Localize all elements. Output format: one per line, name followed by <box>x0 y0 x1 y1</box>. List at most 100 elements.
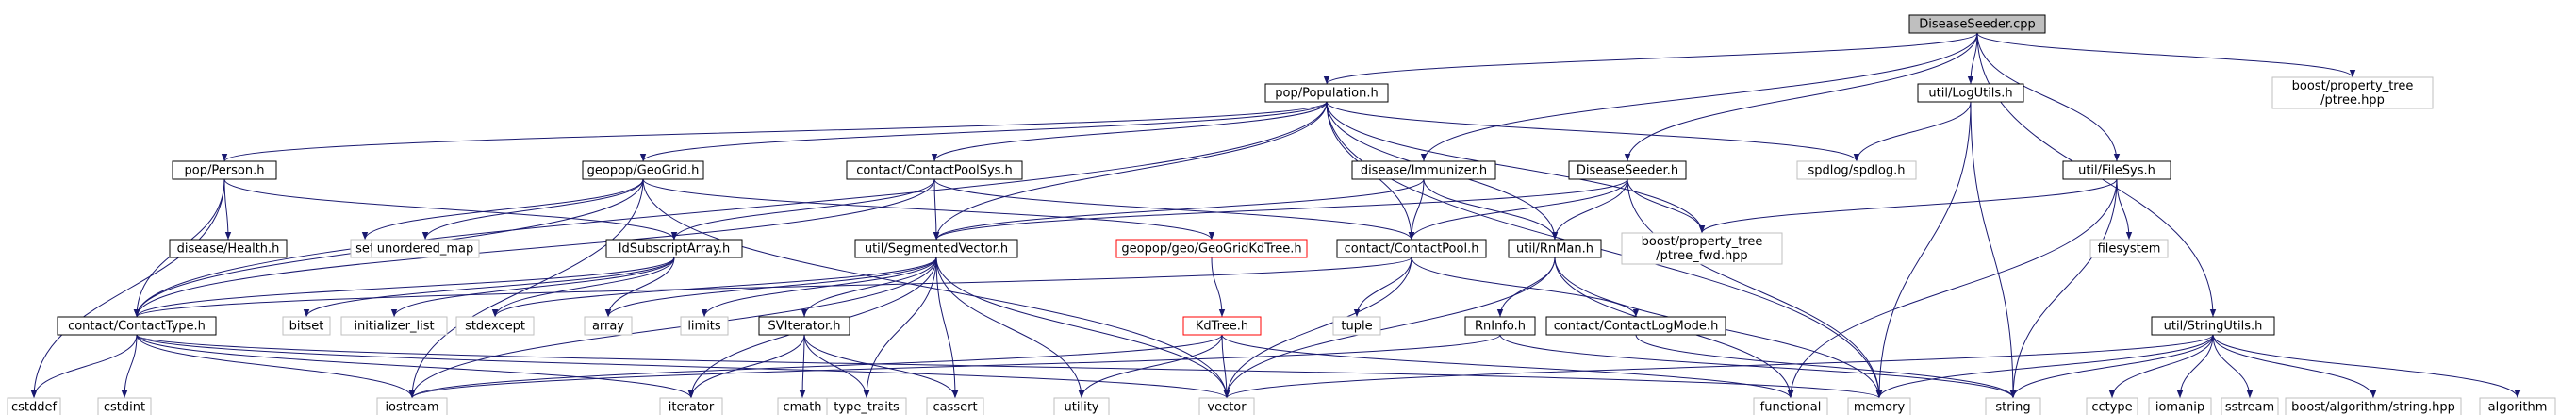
edge-kdtree-to-vector <box>1221 334 1230 399</box>
node-label-contacttype: contact/ContactType.h <box>68 320 206 334</box>
node-diseaseseeder_h[interactable]: DiseaseSeeder.h <box>1568 160 1687 180</box>
node-limits: limits <box>680 316 729 336</box>
node-contactlogmode[interactable]: contact/ContactLogMode.h <box>1545 316 1726 336</box>
edge-population-to-ptree_fwd <box>1326 101 1706 234</box>
edge-person-to-idsubscript <box>223 178 678 241</box>
node-segvec[interactable]: util/SegmentedVector.h <box>854 239 1018 258</box>
node-bitset: bitset <box>282 316 331 336</box>
edge-diseaseseeder_h-to-memory <box>1627 178 1883 399</box>
node-box-kdtree <box>1182 316 1262 336</box>
node-label-contactpoolsys: contact/ContactPoolSys.h <box>856 164 1013 178</box>
node-label-sstream: sstream <box>2225 401 2274 415</box>
nodes-layer: DiseaseSeeder.cpp pop/Population.h util/Lo… <box>7 14 2556 415</box>
edge-root-to-diseaseseeder_h <box>1624 32 1978 162</box>
node-label-population: pop/Population.h <box>1275 87 1379 101</box>
node-rnman[interactable]: util/RnMan.h <box>1508 239 1602 258</box>
node-contactpool[interactable]: contact/ContactPool.h <box>1336 239 1487 258</box>
node-box-cctype <box>2086 397 2138 415</box>
node-root[interactable]: DiseaseSeeder.cpp <box>1908 14 2046 34</box>
node-label-set: set <box>355 242 374 257</box>
node-person[interactable]: pop/Person.h <box>172 160 277 180</box>
edge-idsubscript-to-stdexcept <box>491 257 675 318</box>
edge-diseaseseeder_h-to-rnman <box>1551 178 1628 241</box>
edge-population-to-contactpoolsys <box>931 101 1328 162</box>
edge-contacttype-to-memory <box>136 334 1882 399</box>
node-box-cstdint <box>97 397 152 415</box>
node-box-immunizer <box>1351 160 1496 180</box>
node-rninfo[interactable]: RnInfo.h <box>1464 316 1536 336</box>
node-immunizer[interactable]: disease/Immunizer.h <box>1351 160 1496 180</box>
edge-population-to-memory <box>1326 101 1883 399</box>
edge-diseaseseeder_h-to-contactpool <box>1408 178 1628 241</box>
node-box-rnman <box>1508 239 1602 258</box>
edge-contactpool-to-tuple <box>1353 257 1412 318</box>
node-sviterator[interactable]: SVIterator.h <box>758 316 850 336</box>
edge-person-to-cstddef <box>30 178 225 399</box>
node-box-contactlogmode <box>1545 316 1726 336</box>
node-stringutils[interactable]: util/StringUtils.h <box>2151 316 2275 336</box>
node-idsubscript[interactable]: IdSubscriptArray.h <box>605 239 743 258</box>
edge-contactpoolsys-to-idsubscript <box>670 178 935 241</box>
node-cstdint: cstdint <box>97 397 152 415</box>
node-geogridkdtree[interactable]: geopop/geo/GeoGridKdTree.h <box>1115 239 1308 258</box>
node-box-sstream <box>2221 397 2279 415</box>
node-label-iomanip: iomanip <box>2155 401 2204 415</box>
edge-population-to-spdlog <box>1326 101 1860 162</box>
edge-stringutils-to-cctype <box>2108 334 2214 399</box>
edge-geogrid-to-vector <box>642 178 1230 399</box>
node-label-geogrid: geopop/GeoGrid.h <box>587 164 700 178</box>
node-logutils[interactable]: util/LogUtils.h <box>1917 83 2024 103</box>
edge-root-to-ptree <box>1976 32 2356 78</box>
node-initializer_list: initializer_list <box>340 316 448 336</box>
edge-stringutils-to-memory <box>1875 334 2214 399</box>
edge-filesys-to-ptree_fwd <box>1698 178 2118 234</box>
node-box-vector <box>1198 397 1255 415</box>
node-label-spdlog: spdlog/spdlog.h <box>1808 164 1906 178</box>
node-cmath: cmath <box>777 397 828 415</box>
edge-immunizer-to-rnman <box>1423 178 1559 241</box>
edge-stringutils-to-string <box>2009 334 2214 399</box>
node-box-cstddef <box>7 397 61 415</box>
node-tuple: tuple <box>1332 316 1381 336</box>
node-label-iostream: iostream <box>385 401 438 415</box>
node-box-health <box>169 239 288 258</box>
node-string: string <box>1985 397 2041 415</box>
edge-sviterator-to-iterator <box>687 334 805 399</box>
node-contactpoolsys[interactable]: contact/ContactPoolSys.h <box>846 160 1023 180</box>
node-label-algorithm: algorithm <box>2488 401 2548 415</box>
node-label-filesystem: filesystem <box>2098 242 2161 257</box>
edge-diseaseseeder_h-to-segvec <box>933 178 1628 241</box>
edge-geogrid-to-set <box>361 178 644 241</box>
node-label-root: DiseaseSeeder.cpp <box>1919 18 2036 32</box>
node-memory: memory <box>1847 397 1911 415</box>
edge-contactlogmode-to-string <box>1635 334 2017 399</box>
node-kdtree[interactable]: KdTree.h <box>1182 316 1262 336</box>
node-label-contactlogmode: contact/ContactLogMode.h <box>1554 320 1719 334</box>
node-label-tuple: tuple <box>1341 320 1372 334</box>
node-label-filesys: util/FileSys.h <box>2078 164 2155 178</box>
node-box-rninfo <box>1464 316 1536 336</box>
node-geogrid[interactable]: geopop/GeoGrid.h <box>582 160 704 180</box>
node-box-unordered_map <box>371 239 480 258</box>
node-label-idsubscript: IdSubscriptArray.h <box>619 242 731 257</box>
node-type_traits: type_traits <box>826 397 907 415</box>
edge-root-to-population <box>1324 32 1978 85</box>
node-box-geogrid <box>582 160 704 180</box>
node-filesys[interactable]: util/FileSys.h <box>2062 160 2171 180</box>
node-box-sviterator <box>758 316 850 336</box>
node-functional: functional <box>1753 397 1828 415</box>
edge-segvec-to-limits <box>701 257 937 318</box>
node-label-utility: utility <box>1065 401 1099 415</box>
node-contacttype[interactable]: contact/ContactType.h <box>57 316 217 336</box>
node-box-ptree <box>2271 76 2434 109</box>
node-box-array <box>584 316 633 336</box>
node-box-utility <box>1053 397 1110 415</box>
node-label-person: pop/Person.h <box>185 164 265 178</box>
edge-person-to-health <box>223 178 232 241</box>
node-population[interactable]: pop/Population.h <box>1264 83 1389 103</box>
node-health[interactable]: disease/Health.h <box>169 239 288 258</box>
node-box-boost_string <box>2285 397 2462 415</box>
edge-segvec-to-type_traits <box>863 257 937 399</box>
edge-kdtree-to-iostream <box>409 334 1223 399</box>
